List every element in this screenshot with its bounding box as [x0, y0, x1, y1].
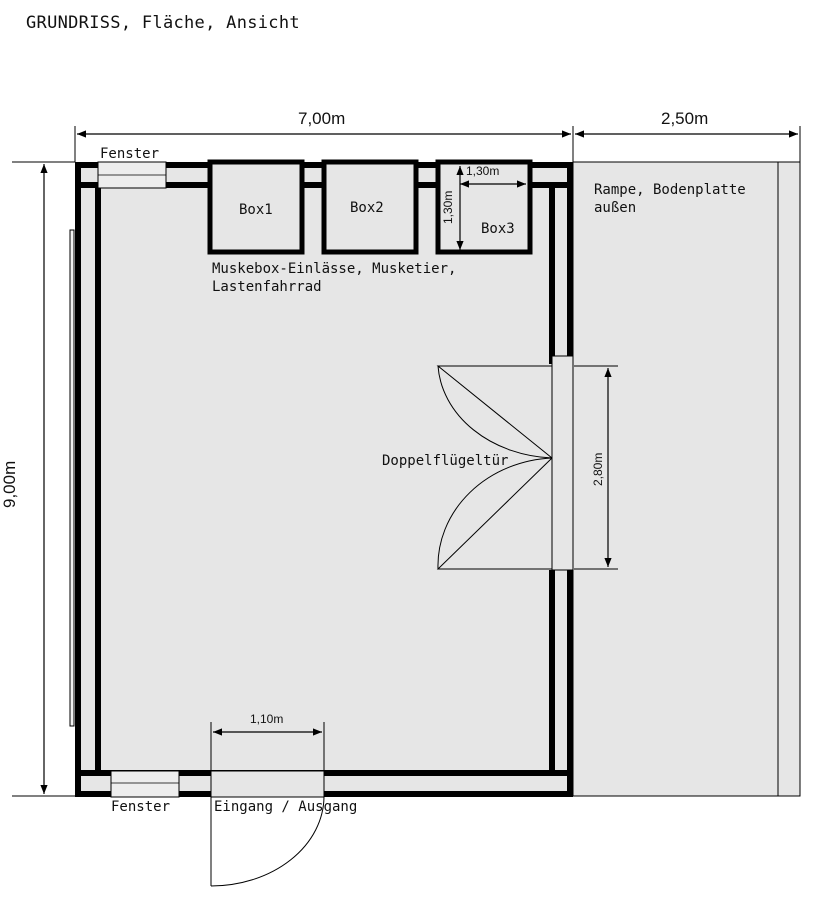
main-width-label: 7,00m: [298, 109, 345, 128]
box3-label: Box3: [481, 221, 515, 237]
entrance-dim-label: 1,10m: [250, 712, 283, 726]
ramp-label-line1: Rampe, Bodenplatte: [594, 182, 746, 198]
window-bottom: [110, 770, 180, 798]
entrance-label: Eingang / Ausgang: [214, 799, 357, 815]
plan-title: GRUNDRISS, Fläche, Ansicht: [26, 13, 300, 33]
door-leaf-lower: [436, 457, 553, 570]
height-label: 9,00m: [0, 461, 19, 508]
door-leaf-upper: [436, 365, 553, 459]
wall-right-outer-upper: [567, 162, 573, 356]
box1-label: Box1: [239, 202, 273, 218]
wall-left-inner: [95, 182, 101, 776]
ramp-label-line2: außen: [594, 200, 636, 216]
boxes-caption-line1: Muskebox-Einlässe, Musketier,: [212, 261, 456, 277]
double-door-frame: [551, 355, 574, 571]
double-door-label: Doppelflügeltür: [382, 453, 508, 469]
entrance-opening: [210, 770, 325, 798]
wall-left-outer: [75, 162, 81, 797]
box1: Box1: [207, 159, 305, 255]
double-door-dim-label: 2,80m: [591, 453, 605, 486]
box3: Box3: [435, 159, 533, 255]
window-bottom-label: Fenster: [111, 799, 170, 815]
ramp-width-label: 2,50m: [661, 109, 708, 128]
box2-label: Box2: [350, 200, 384, 216]
box3-height-label: 1,30m: [441, 191, 455, 224]
box2: Box2: [321, 159, 419, 255]
box3-width-label: 1,30m: [466, 164, 499, 178]
boxes-caption-line2: Lastenfahrrad: [212, 279, 322, 295]
entrance-door-swing: [210, 796, 325, 887]
left-side-strip: [69, 229, 75, 727]
ramp-area: [572, 161, 801, 797]
window-top-label: Fenster: [100, 146, 159, 162]
wall-right-inner-lower: [549, 570, 555, 776]
wall-right-inner-upper: [549, 182, 555, 364]
room-floor: [75, 162, 573, 796]
wall-right-outer-lower: [567, 570, 573, 797]
